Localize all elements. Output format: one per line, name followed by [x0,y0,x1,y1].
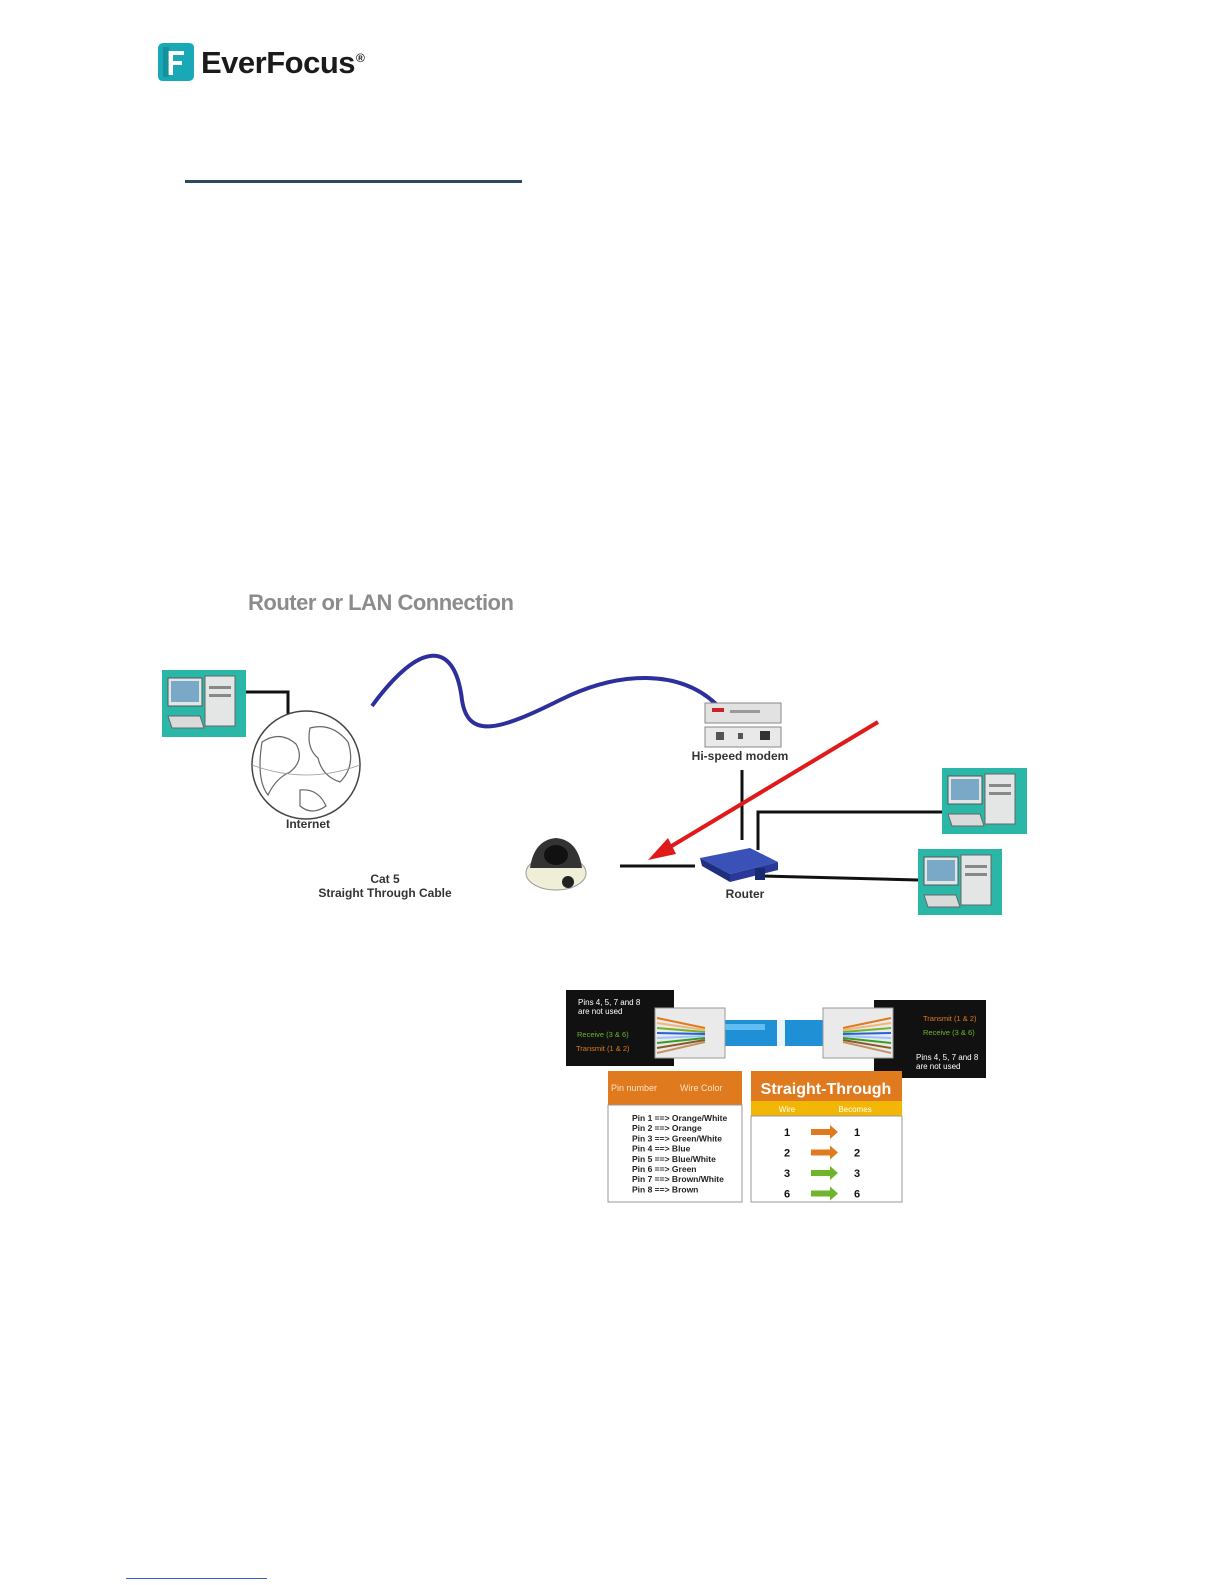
col-wire-header: Wire [779,1105,796,1114]
arrow-right-icon [811,1145,838,1160]
left-callout-line1: Pins 4, 5, 7 and 8 [578,998,641,1007]
right-callout-line2: are not used [916,1062,960,1071]
computer-icon [162,670,246,737]
becomes-number: 1 [854,1127,860,1139]
pin-table-row: Pin 1 ==> Orange/White [632,1113,727,1123]
becomes-number: 3 [854,1168,860,1180]
wire-number: 6 [784,1189,790,1201]
left-receive-label: Receive (3 & 6) [577,1030,629,1039]
brand-logo: EverFocus® [155,40,365,84]
wire-number: 1 [784,1127,790,1139]
computer-icon [918,849,1002,915]
brand-name: EverFocus® [201,45,365,80]
pin-table-row: Pin 4 ==> Blue [632,1144,691,1154]
pin-table-header-right: Wire Color [680,1083,723,1093]
cable-illustration: Pins 4, 5, 7 and 8 are not used Receive … [566,990,986,1203]
router-icon [700,848,778,882]
diagram-title: Router or LAN Connection [248,590,514,615]
becomes-number: 2 [854,1148,860,1160]
pin-table-row: Pin 8 ==> Brown [632,1184,698,1194]
arrow-right-icon [811,1125,838,1139]
becomes-number: 6 [854,1189,860,1201]
globe-icon [251,710,361,820]
pin-table-row: Pin 2 ==> Orange [632,1123,702,1133]
arrow-right-icon [811,1186,838,1201]
left-callout-line2: are not used [578,1007,622,1016]
right-callout-line1: Pins 4, 5, 7 and 8 [916,1053,979,1062]
modem-icon [704,702,782,748]
dome-camera-icon [525,838,587,891]
pin-table-row: Pin 5 ==> Blue/White [632,1154,716,1164]
router-label: Router [725,887,765,901]
modem-label: Hi-speed modem [691,749,789,763]
cable-label-line2: Straight Through Cable [318,886,452,900]
footer-link-rule [126,1578,267,1579]
pin-table-row: Pin 7 ==> Brown/White [632,1174,724,1184]
internet-label: Internet [285,817,330,831]
right-receive-label: Receive (3 & 6) [923,1028,975,1037]
straight-through-title: Straight-Through [761,1081,892,1098]
wire-number: 3 [784,1168,790,1180]
pin-table-row: Pin 3 ==> Green/White [632,1133,722,1143]
computer-icon [942,768,1027,834]
everfocus-logo-icon [158,43,194,81]
arrow-right-icon [811,1166,838,1180]
pin-table-row: Pin 6 ==> Green [632,1164,697,1174]
right-transmit-label: Transmit (1 & 2) [923,1014,977,1023]
col-becomes-header: Becomes [838,1105,871,1114]
left-transmit-label: Transmit (1 & 2) [576,1044,630,1053]
wire-number: 2 [784,1148,790,1160]
pin-table-header-left: Pin number [611,1083,657,1093]
red-arrow-icon [648,720,880,860]
cable-label-line1: Cat 5 [370,872,400,886]
section-title-rule [185,180,522,183]
